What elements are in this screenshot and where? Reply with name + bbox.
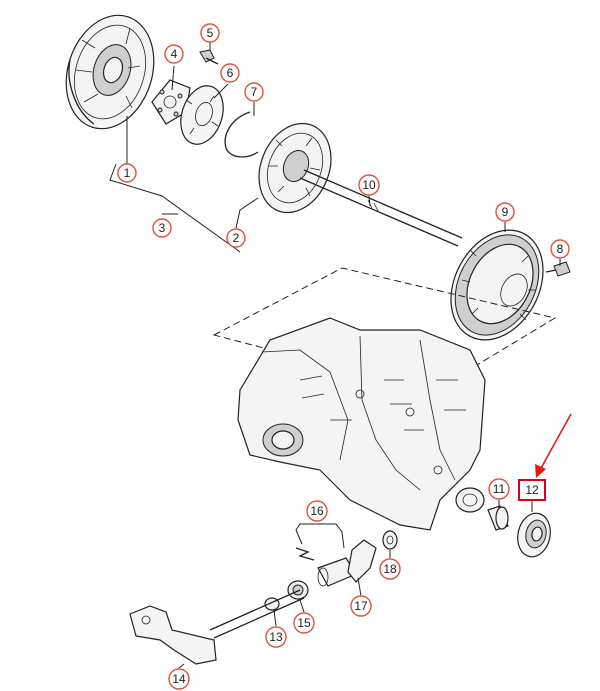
callout-15: 15 xyxy=(293,612,315,634)
flywheel xyxy=(450,229,544,341)
callout-13: 13 xyxy=(265,626,287,648)
callout-18-label: 18 xyxy=(383,562,397,576)
callout-10: 10 xyxy=(358,174,380,196)
callout-13-label: 13 xyxy=(269,630,283,644)
callout-5: 5 xyxy=(200,23,220,43)
callout-10-label: 10 xyxy=(362,178,376,192)
callout-5-label: 5 xyxy=(207,26,214,40)
bolt-5 xyxy=(199,49,219,65)
spring-and-sleeve xyxy=(295,547,357,587)
highlight-arrow xyxy=(535,413,572,478)
callout-14-label: 14 xyxy=(172,672,186,686)
install-outline xyxy=(212,267,557,393)
callout-12-highlighted: 12 xyxy=(518,479,546,501)
callout-9-label: 9 xyxy=(502,205,509,219)
lever-bushing xyxy=(382,530,398,550)
pressure-plate xyxy=(65,14,155,130)
callout-16: 16 xyxy=(306,500,328,522)
callout-17: 17 xyxy=(350,595,372,617)
callout-3: 3 xyxy=(152,218,172,238)
callout-12-label: 12 xyxy=(525,483,539,497)
bushing xyxy=(487,505,509,531)
callout-11-label: 11 xyxy=(493,482,506,496)
callout-17-label: 17 xyxy=(354,599,368,613)
callout-6-label: 6 xyxy=(227,66,234,80)
callout-18: 18 xyxy=(379,558,401,580)
release-lever xyxy=(347,539,377,583)
callout-1-label: 1 xyxy=(124,166,131,180)
callout-8: 8 xyxy=(550,239,570,259)
callout-6: 6 xyxy=(220,63,240,83)
callout-9: 9 xyxy=(495,202,515,222)
leader-lines xyxy=(109,42,561,669)
callout-7-label: 7 xyxy=(251,85,258,99)
callout-11: 11 xyxy=(488,478,510,500)
selector-lever xyxy=(129,589,305,665)
callout-16-label: 16 xyxy=(310,504,324,518)
callout-2-label: 2 xyxy=(233,231,240,245)
callout-14: 14 xyxy=(168,668,190,690)
flywheel-adapter xyxy=(180,85,224,145)
shaft-seal xyxy=(517,512,551,558)
callout-1: 1 xyxy=(117,163,137,183)
callout-3-label: 3 xyxy=(159,221,166,235)
callout-8-label: 8 xyxy=(557,242,564,256)
transmission-housing xyxy=(237,317,486,531)
callout-2: 2 xyxy=(226,228,246,248)
callout-7: 7 xyxy=(244,82,264,102)
bolt-8 xyxy=(545,261,571,277)
clutch-disc xyxy=(258,122,332,214)
callout-4: 4 xyxy=(164,44,184,64)
callout-4-label: 4 xyxy=(171,47,178,61)
snap-ring xyxy=(224,111,259,158)
input-shaft xyxy=(299,169,463,247)
callout-15-label: 15 xyxy=(297,616,311,630)
bearing xyxy=(287,580,309,600)
